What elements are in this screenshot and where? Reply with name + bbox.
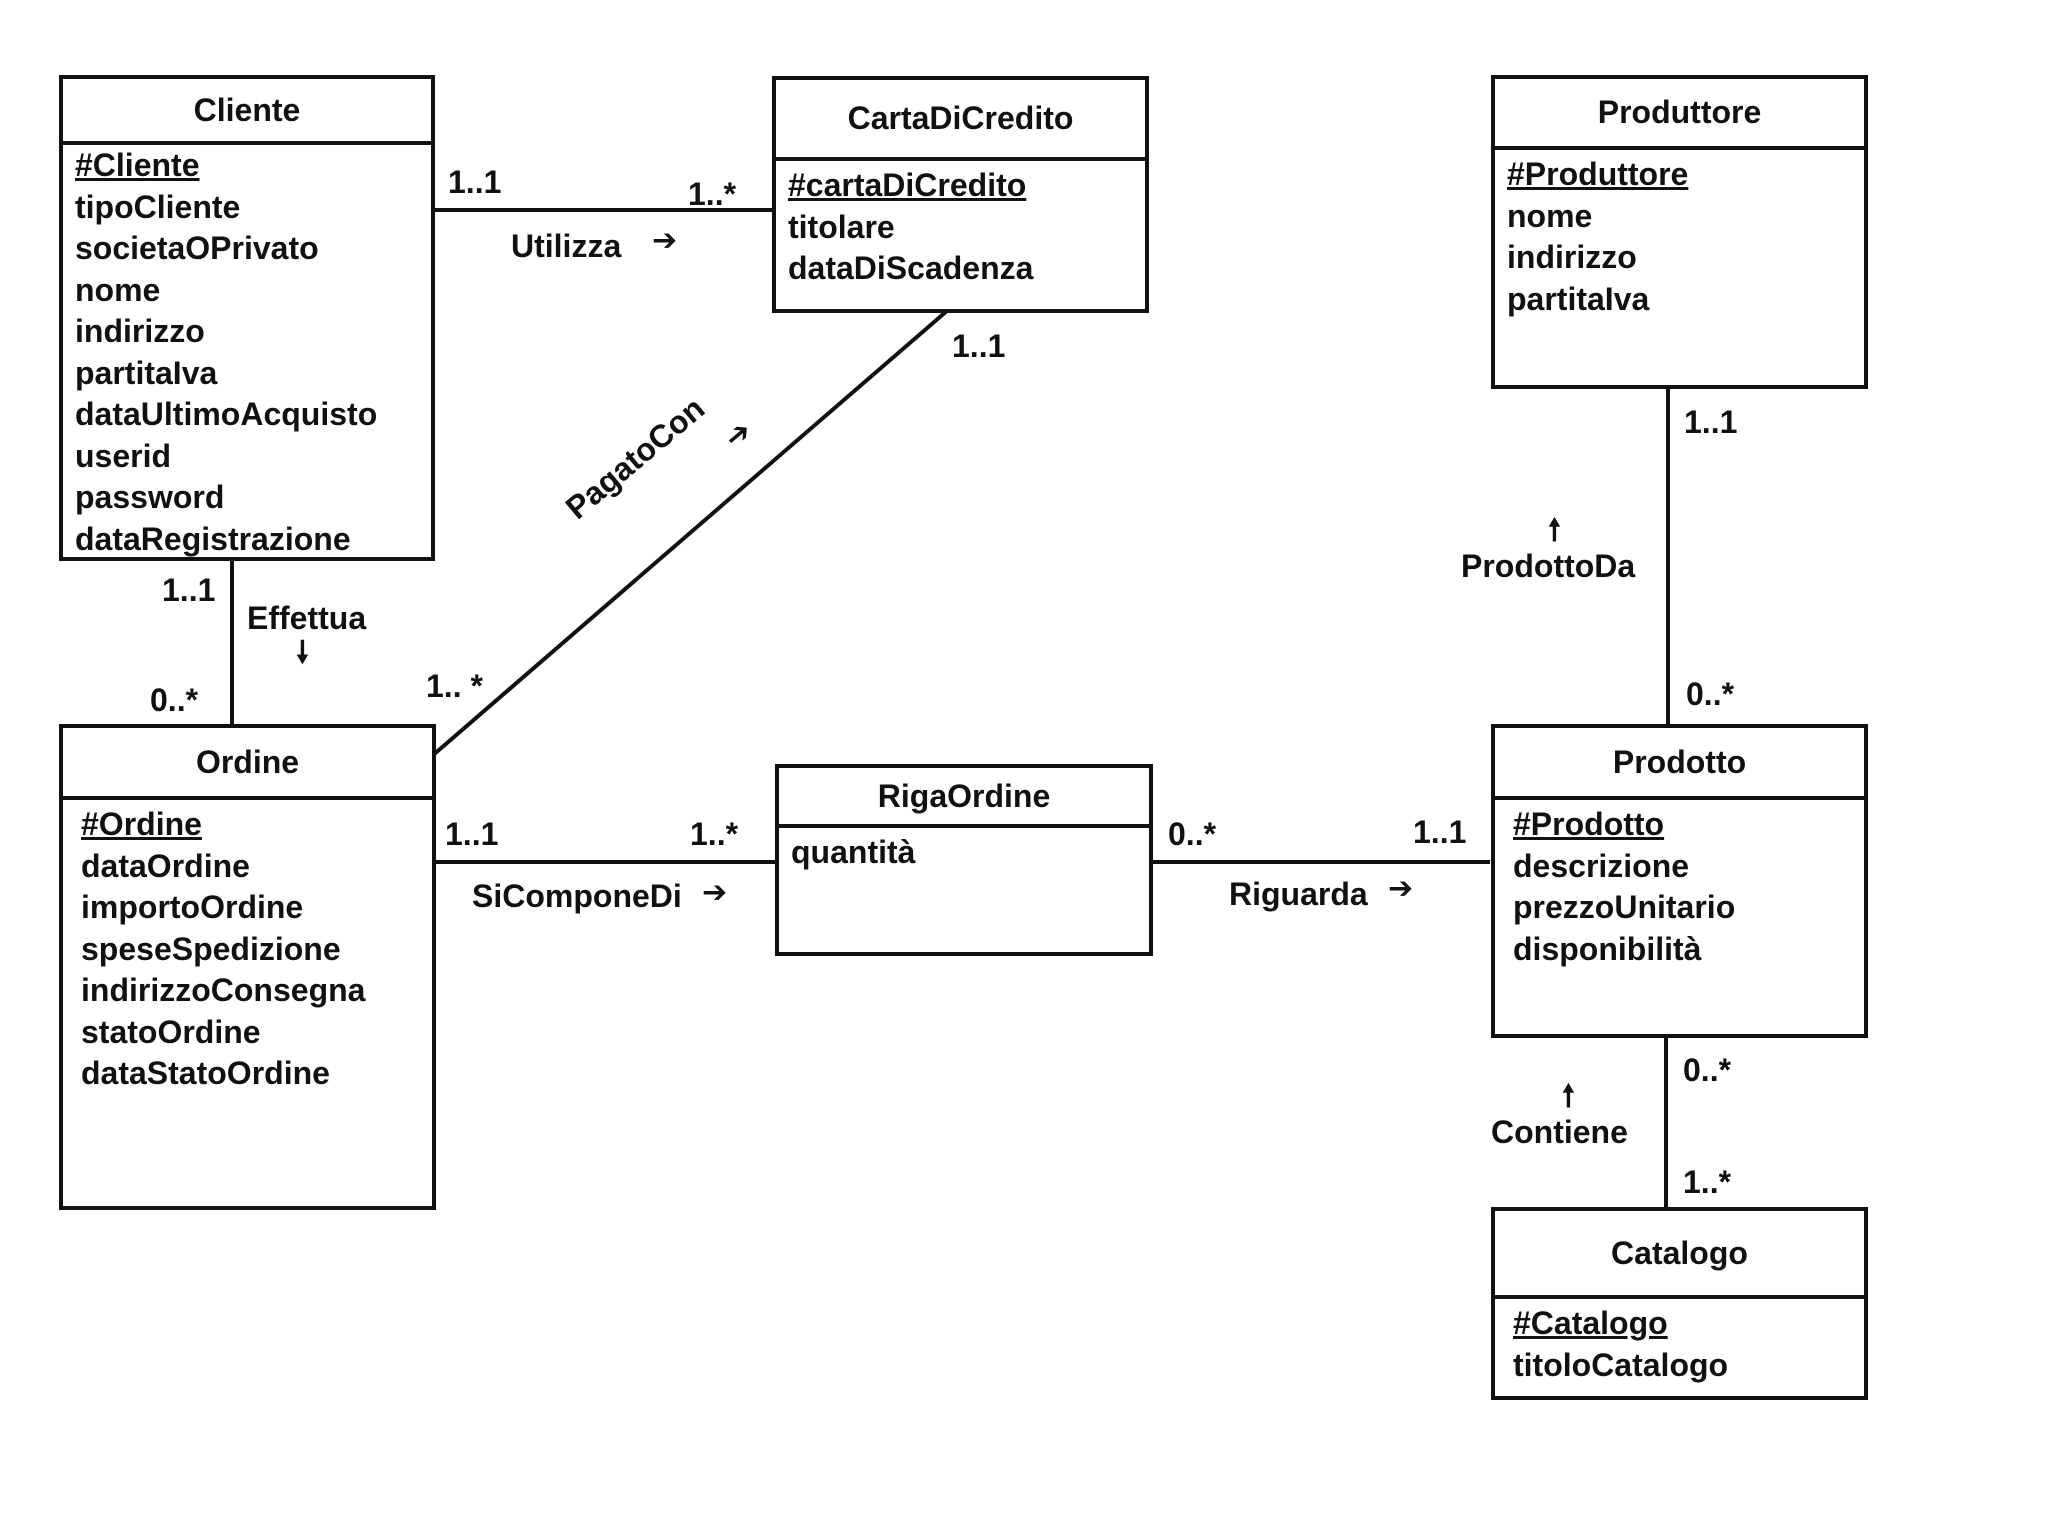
cardinality-label: 1..1	[445, 816, 499, 852]
attribute: societaOPrivato	[75, 230, 319, 266]
attribute: dataRegistrazione	[75, 520, 351, 557]
entity-name: Ordine	[63, 728, 432, 800]
cardinality-label: 1..1	[1413, 814, 1467, 850]
attribute: titolare	[788, 208, 895, 245]
attribute: dataStatoOrdine	[81, 1055, 330, 1091]
cardinality-label: 1.. *	[426, 668, 483, 704]
attribute: tipoCliente	[75, 188, 241, 225]
cardinality-label: 1..1	[1684, 404, 1738, 440]
attribute: nome	[1507, 197, 1593, 234]
entity-ordine[interactable]: Ordine #Ordine dataOrdine importoOrdine …	[59, 724, 436, 1210]
entity-cliente[interactable]: Cliente #Cliente tipoCliente societaOPri…	[59, 75, 435, 561]
relationship-name: SiComponeDi	[472, 878, 682, 914]
attribute: dataDiScadenza	[788, 250, 1034, 286]
attribute: dataOrdine	[81, 847, 250, 884]
relationship-name: Riguarda	[1229, 876, 1368, 912]
cardinality-label: 1..*	[688, 176, 737, 212]
primary-key-attribute: #Cliente	[75, 147, 200, 183]
attribute: indirizzo	[1507, 239, 1637, 275]
relationship-name: Contiene	[1491, 1114, 1628, 1150]
attribute: importoOrdine	[81, 889, 304, 925]
entity-rigaordine[interactable]: RigaOrdine quantità	[775, 764, 1153, 956]
attribute: partitaIva	[1507, 280, 1650, 317]
entity-name: Cliente	[63, 79, 431, 145]
cardinality-label: 1..1	[162, 572, 216, 608]
attribute: titoloCatalogo	[1513, 1346, 1729, 1383]
direction-arrow-right-icon: ➔	[1388, 872, 1414, 905]
direction-arrow-down-icon: 🠗	[296, 636, 309, 669]
primary-key-attribute: #cartaDiCredito	[788, 167, 1027, 203]
attribute: userid	[75, 437, 172, 474]
attribute: descrizione	[1513, 847, 1690, 884]
direction-arrow-right-icon: ➔	[702, 876, 728, 909]
attribute: nome	[75, 271, 161, 308]
relationship-name: ProdottoDa	[1461, 548, 1636, 584]
cardinality-label: 1..1	[448, 164, 502, 200]
entity-prodotto[interactable]: Prodotto #Prodotto descrizione prezzoUni…	[1491, 724, 1868, 1038]
entity-catalogo[interactable]: Catalogo #Catalogo titoloCatalogo	[1491, 1207, 1868, 1400]
primary-key-attribute: #Catalogo	[1513, 1305, 1668, 1341]
attribute: dataUltimoAcquisto	[75, 396, 378, 432]
cardinality-label: 0..*	[1168, 816, 1217, 852]
relationship-name: Utilizza	[511, 228, 622, 264]
attribute: quantità	[791, 834, 916, 870]
attribute: statoOrdine	[81, 1013, 261, 1050]
direction-arrow-up-icon: 🠕	[1548, 514, 1561, 547]
cardinality-label: 0..*	[1686, 676, 1735, 712]
attribute: disponibilità	[1513, 930, 1702, 967]
entity-name: RigaOrdine	[779, 768, 1149, 828]
cardinality-label: 1..1	[952, 328, 1006, 364]
attribute: speseSpedizione	[81, 930, 341, 967]
relationship-name: Effettua	[247, 600, 367, 636]
primary-key-attribute: #Prodotto	[1513, 806, 1665, 842]
attribute: partitaIva	[75, 354, 218, 391]
primary-key-attribute: #Ordine	[81, 806, 202, 842]
entity-produttore[interactable]: Produttore #Produttore nome indirizzo pa…	[1491, 75, 1868, 389]
primary-key-attribute: #Produttore	[1507, 156, 1689, 192]
attribute: password	[75, 479, 225, 515]
direction-arrow-up-icon: 🠕	[1562, 1080, 1575, 1113]
entity-name: Catalogo	[1495, 1211, 1864, 1299]
cardinality-label: 1..*	[690, 816, 739, 852]
pagatocon-line	[430, 308, 950, 758]
direction-arrow-right-icon: ➔	[652, 224, 678, 257]
attribute: prezzoUnitario	[1513, 889, 1736, 925]
cardinality-label: 0..*	[1683, 1052, 1732, 1088]
entity-name: Prodotto	[1495, 728, 1864, 800]
attribute: indirizzoConsegna	[81, 972, 366, 1008]
cardinality-label: 0..*	[150, 682, 199, 718]
entity-cartadicredito[interactable]: CartaDiCredito #cartaDiCredito titolare …	[772, 76, 1149, 313]
entity-name: Produttore	[1495, 79, 1864, 150]
entity-name: CartaDiCredito	[776, 80, 1145, 161]
cardinality-label: 1..*	[1683, 1164, 1732, 1200]
attribute: indirizzo	[75, 313, 205, 349]
